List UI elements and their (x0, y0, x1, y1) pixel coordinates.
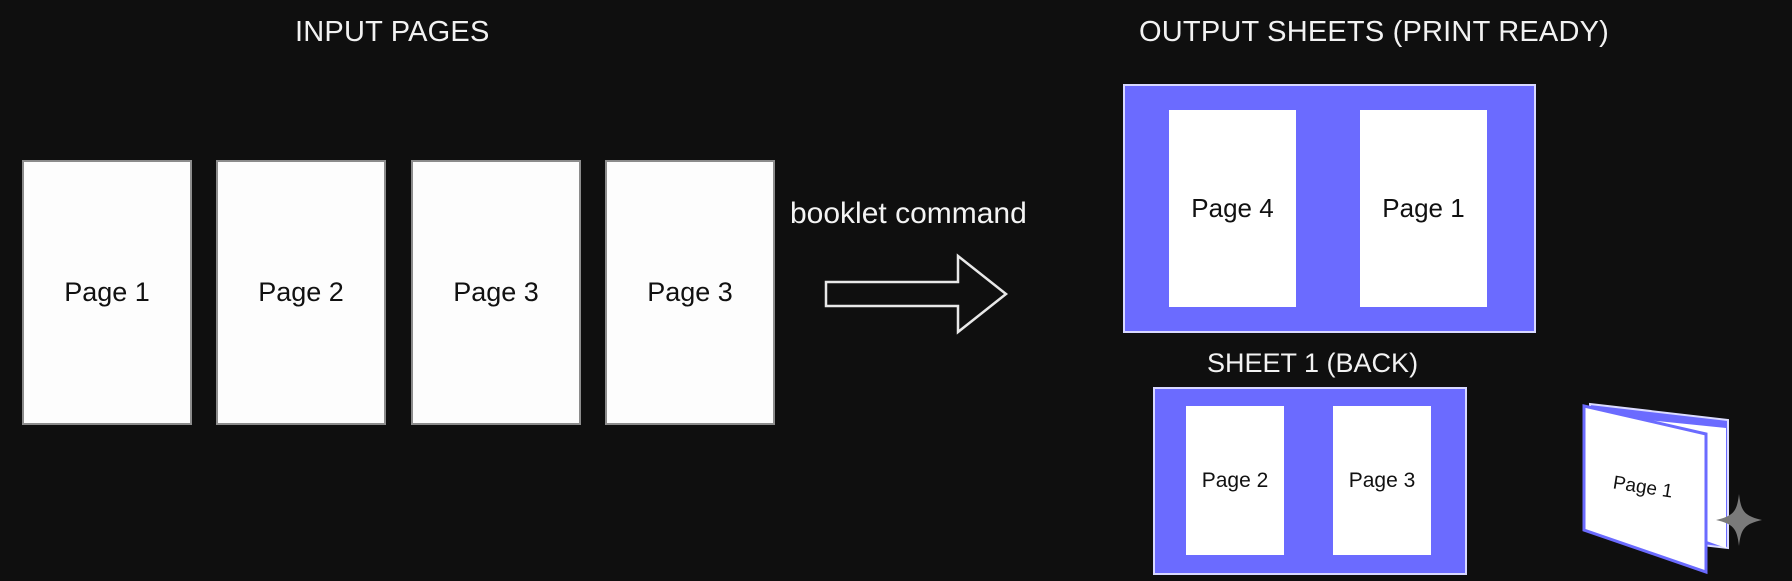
output-heading: OUTPUT SHEETS (PRINT READY) (1139, 16, 1609, 48)
input-page-2: Page 2 (216, 160, 386, 425)
booklet-preview: Page 1 (1578, 400, 1738, 581)
sheet-front-page-right: Page 1 (1360, 110, 1487, 307)
sparkle-icon (1714, 492, 1764, 553)
command-label: booklet command (790, 197, 1027, 230)
input-page-4: Page 3 (605, 160, 775, 425)
sheet-back: Page 2 Page 3 (1153, 387, 1467, 575)
sheet-back-page-right: Page 3 (1333, 406, 1431, 555)
input-heading: INPUT PAGES (295, 16, 490, 48)
sheet-back-page-left: Page 2 (1186, 406, 1284, 555)
arrow-right-icon (820, 250, 1014, 343)
sheet-back-label: SHEET 1 (BACK) (1207, 348, 1419, 378)
input-page-3: Page 3 (411, 160, 581, 425)
sheet-front: Page 4 Page 1 (1123, 84, 1536, 333)
sheet-front-page-left: Page 4 (1169, 110, 1296, 307)
input-page-1: Page 1 (22, 160, 192, 425)
